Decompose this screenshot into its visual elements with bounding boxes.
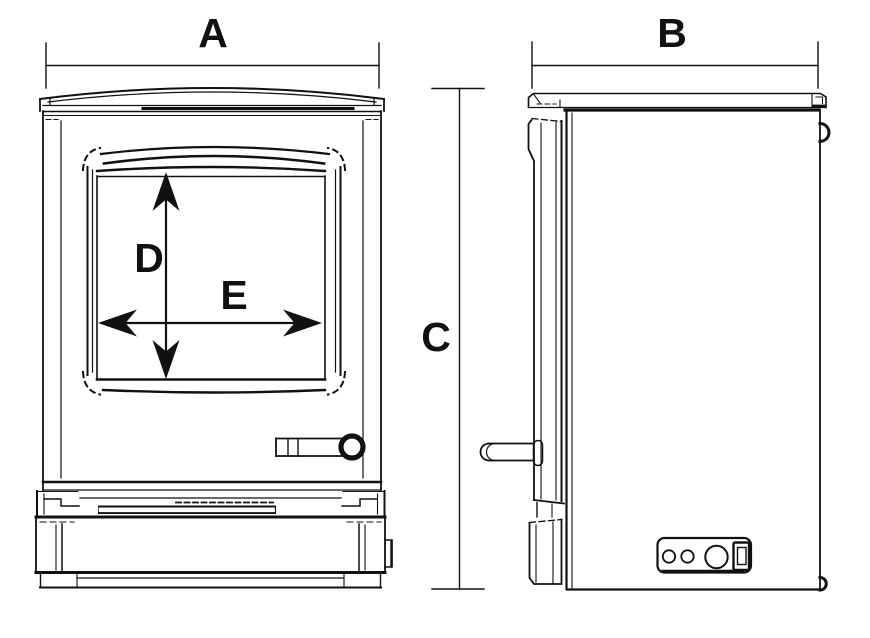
dimension-c (431, 87, 485, 590)
dimension-label-e: E (220, 272, 247, 318)
control-panel (656, 536, 753, 574)
front-view (34, 42, 393, 589)
panel-knob-small-2 (680, 549, 695, 564)
side-handle (479, 442, 535, 462)
arrow-left-head (98, 309, 137, 337)
side-view (479, 41, 831, 592)
panel-switch-inner (736, 546, 747, 566)
dimension-d-arrow (152, 172, 180, 379)
dimension-labels: A B C D E (134, 10, 687, 360)
dimension-label-c: C (421, 314, 451, 360)
dimension-label-b: B (657, 10, 687, 56)
arrow-up-head (152, 172, 180, 211)
arrow-right-head (283, 309, 322, 337)
front-top-plate (38, 87, 386, 113)
arrow-down-head (152, 340, 180, 379)
panel-switch (732, 541, 751, 572)
front-vent (34, 480, 387, 519)
rear-foot (818, 575, 828, 592)
side-lower-door (528, 518, 563, 585)
front-door-handle (275, 433, 366, 461)
handle-boss (532, 439, 544, 467)
dimension-label-d: D (134, 235, 164, 281)
dimension-a (45, 42, 380, 89)
front-body (42, 110, 382, 491)
front-plinth (39, 573, 382, 589)
panel-knob-small-1 (661, 549, 677, 564)
panel-knob-large (704, 544, 729, 570)
dimension-label-a: A (198, 10, 228, 56)
handle-ring (338, 433, 366, 461)
dimension-b (531, 41, 819, 89)
rear-knob (818, 121, 831, 144)
side-top-plate (527, 92, 827, 112)
side-door (527, 117, 565, 518)
door-window (81, 145, 347, 396)
side-body (565, 108, 831, 592)
front-base (34, 516, 393, 574)
dimension-e-arrow (98, 309, 322, 337)
